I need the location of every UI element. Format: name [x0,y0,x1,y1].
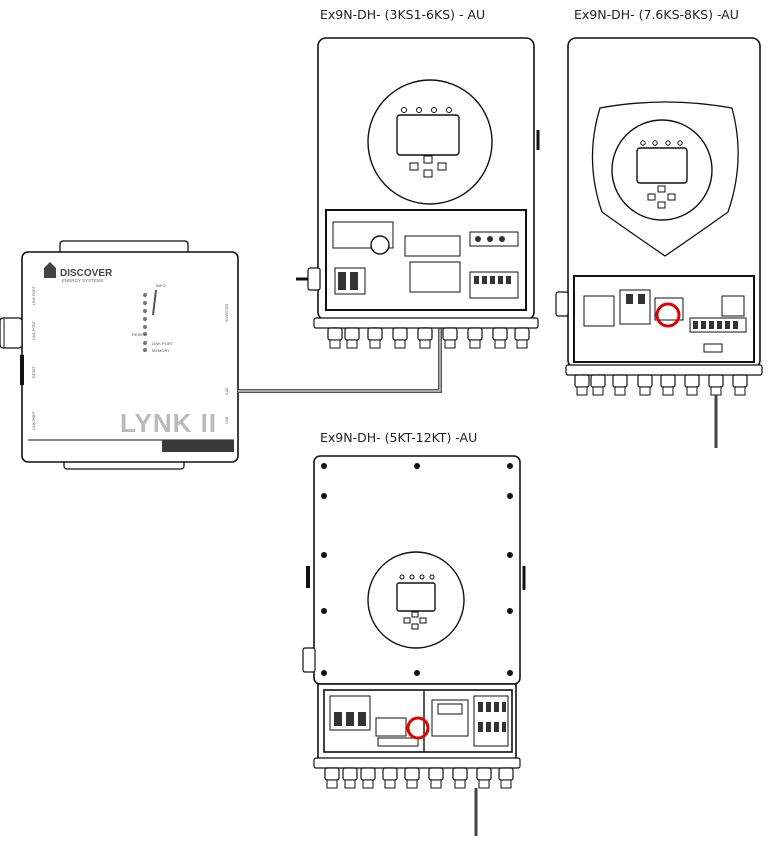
inverter-a-display [396,114,460,156]
inverter-c-down-button[interactable] [411,623,419,630]
inverter-a-title: Ex9N-DH- (3KS1-6KS) - AU [320,7,486,22]
inverter-c-back-button[interactable] [403,617,411,624]
inverter-b-down-button[interactable] [657,201,666,209]
inverter-a [296,37,540,349]
inverter-c-up-button[interactable] [411,611,419,618]
inverter-b-title: Ex9N-DH- (7.6KS-8KS) -AU [574,7,739,22]
lynk-led-column [143,290,157,352]
inverter-b-enter-button[interactable] [667,193,676,201]
inverter-c-enter-button[interactable] [419,617,427,624]
port-label-right-1: INVERTER [225,303,229,322]
discover-logo-icon [44,262,56,278]
inverter-b-back-button[interactable] [647,193,656,201]
inverter-c-title: Ex9N-DH- (5KT-12KT) -AU [320,430,478,445]
lynk-ii-gateway: DISCOVER ENERGY SYSTEMS LYNK II INFO RES… [0,240,239,470]
led-label-link-port: LINK PORT [152,341,174,346]
inverter-a-up-button[interactable] [423,155,433,164]
lynk-brand: DISCOVER [60,268,113,279]
port-label-right-2: CAN [225,387,229,395]
inverter-b-comm-port-highlight [655,302,681,328]
port-label-left-4: LINK PORT [32,410,36,430]
inverter-b [555,37,763,448]
port-label-right-3: USB [225,416,229,424]
inverter-a-enter-button[interactable] [437,162,447,171]
led-label-reset: RESET [132,332,146,337]
inverter-a-down-button[interactable] [423,169,433,178]
port-label-left-1: LINK PORT [32,285,36,305]
lynk-brand-sub: ENERGY SYSTEMS [62,278,104,283]
lynk-product-name: LYNK II [120,408,217,438]
inverter-c-display [396,582,436,612]
inverter-c-comm-port-highlight [406,716,430,740]
port-label-left-2: LINK PORT [32,320,36,340]
inverter-c [302,455,526,836]
inverter-b-display [636,147,688,184]
port-label-left-3: RESET [32,365,36,378]
led-label-memory: MEMORY [152,348,170,353]
inverter-b-up-button[interactable] [657,185,666,193]
led-label-info: INFO [156,283,166,288]
inverter-a-back-button[interactable] [409,162,419,171]
